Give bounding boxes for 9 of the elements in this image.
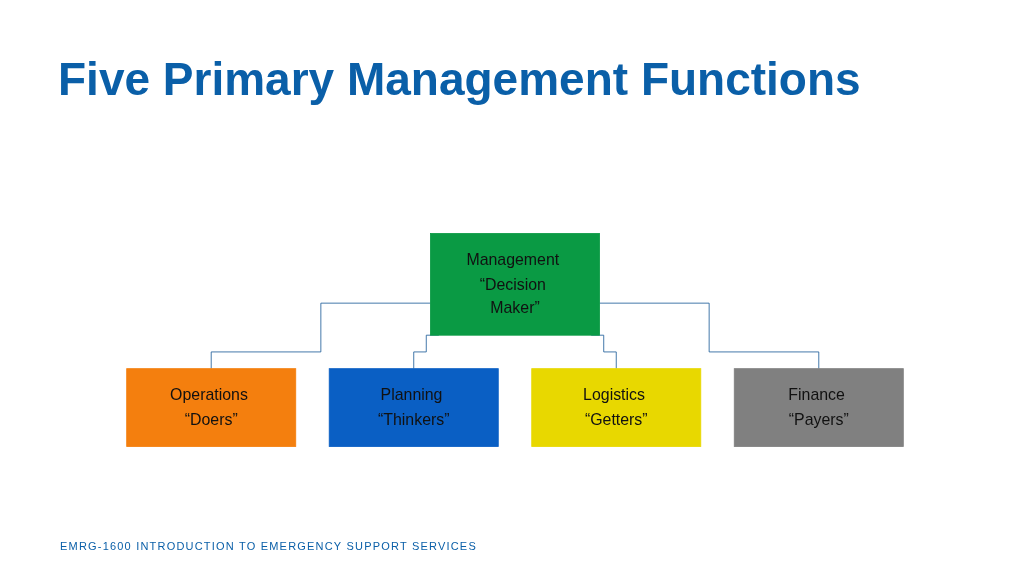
- node-box: Management “Decision Maker”: [430, 233, 600, 336]
- footer-text: EMRG-1600 INTRODUCTION TO EMERGENCY SUPPORT SERVICES: [60, 540, 477, 552]
- node-box: Logistics “Getters”: [531, 368, 702, 447]
- node-box: Finance “Payers”: [733, 368, 904, 447]
- node-box: Planning “Thinkers”: [328, 368, 499, 447]
- node-box: Operations “Doers”: [126, 368, 297, 447]
- slide-title: Five Primary Management Functions: [58, 52, 861, 106]
- connector: [210, 302, 431, 370]
- connector: [599, 302, 820, 370]
